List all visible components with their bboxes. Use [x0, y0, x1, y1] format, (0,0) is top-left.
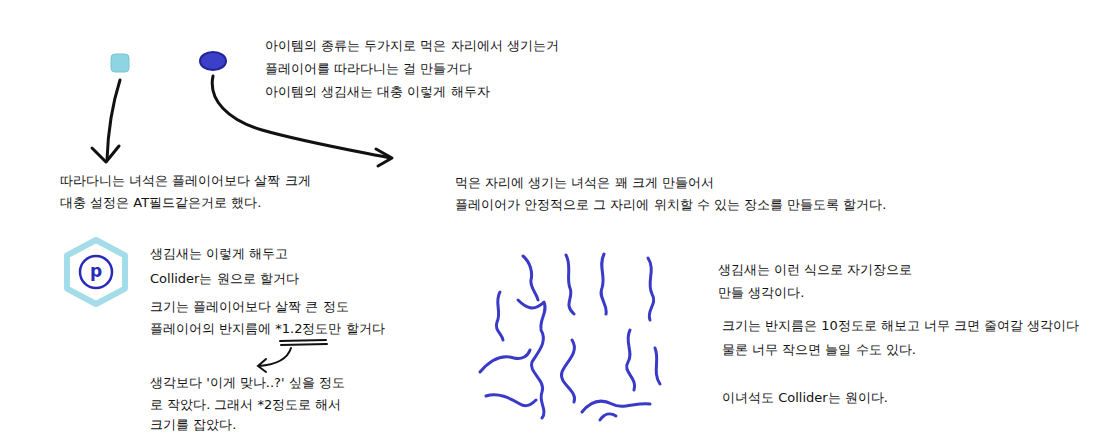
- arrow-head: [92, 146, 119, 162]
- note-text: 따라다니는 녀석은 플레이어보다 살짝 크게: [60, 173, 311, 189]
- icon-letter: p: [90, 261, 102, 281]
- hexagon-icon: p: [63, 236, 129, 308]
- inner-circle: [80, 256, 112, 288]
- note-text: 크기는 플레이어보다 살짝 큰 정도: [150, 299, 349, 315]
- note-arrow: [259, 348, 291, 366]
- note-text: 만들 생각이다.: [718, 285, 804, 301]
- note-text: 먹은 자리에 생기는 녀석은 꽤 크게 만들어서: [455, 175, 714, 191]
- note-text: 생각보다 '이게 맞나..?' 싶을 정도: [150, 375, 345, 391]
- hexagon-shape: [67, 240, 125, 304]
- note-text: 대충 설정은 AT필드같은거로 했다.: [60, 195, 261, 211]
- note-text: 플레이어가 안정적으로 그 자리에 위치할 수 있는 장소를 만들도록 할거다.: [455, 197, 886, 213]
- note-text: 플레이어의 반지름에 *1.2정도만 할거다: [150, 321, 385, 337]
- note-text: 크기는 반지름은 10정도로 해보고 너무 크면 줄여갈 생각이다: [722, 318, 1079, 334]
- magnetic-field-drawing: [480, 254, 660, 420]
- follow-item-icon: [111, 54, 129, 72]
- note-text: 생김새는 이렇게 해두고: [150, 246, 288, 262]
- note-text: 물론 너무 작으면 늘일 수도 있다.: [722, 342, 916, 358]
- note-text: 아이템의 종류는 두가지로 먹은 자리에서 생기는거: [265, 38, 559, 54]
- note-text: 이녀석도 Collider는 원이다.: [722, 390, 888, 406]
- note-text: 아이템의 생김새는 대충 이렇게 해두자: [265, 84, 490, 100]
- note-text: 크기를 잡았다.: [150, 417, 236, 433]
- note-text: 생김새는 이런 식으로 자기장으로: [718, 262, 912, 278]
- arrow-head: [376, 149, 392, 166]
- field-item-icon: [200, 52, 226, 70]
- note-arrow-head: [258, 359, 266, 372]
- strike-mark: [280, 340, 326, 341]
- note-text: Collider는 원으로 할거다: [150, 271, 299, 287]
- note-text: 로 작았다. 그래서 *2정도로 해서: [150, 397, 341, 413]
- strike-mark: [281, 344, 327, 345]
- note-text: 플레이어를 따라다니는 걸 만들거다: [265, 61, 472, 77]
